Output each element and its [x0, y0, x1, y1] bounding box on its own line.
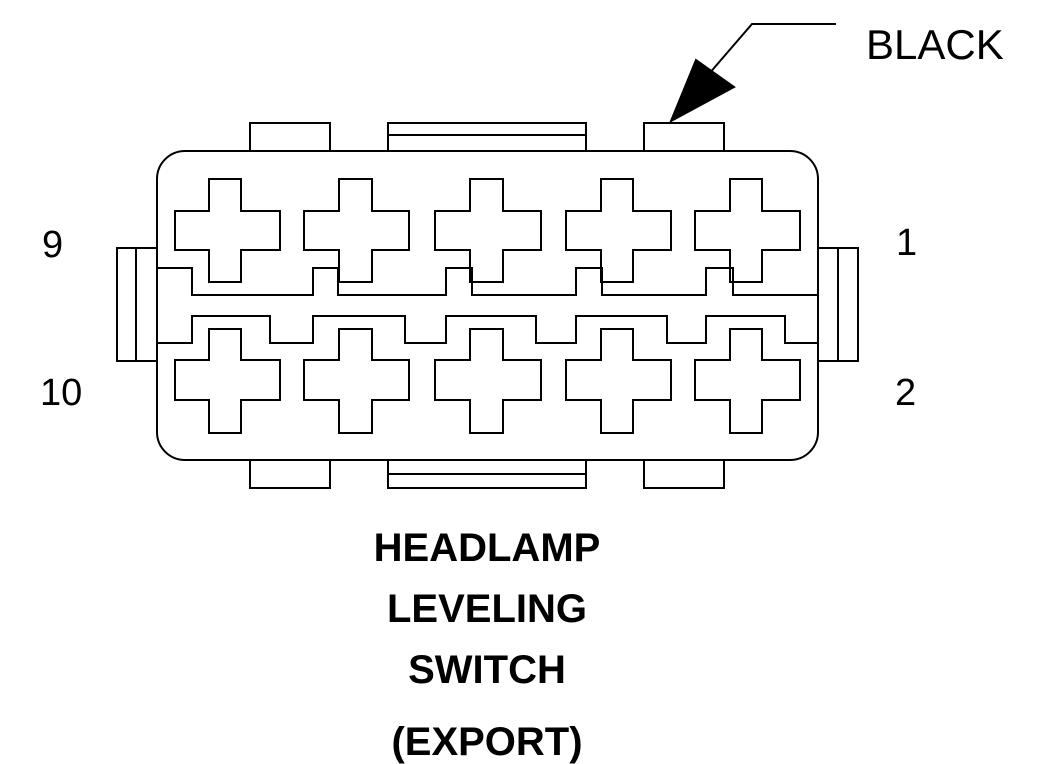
- caption-line-1: HEADLAMP: [373, 526, 601, 570]
- terminal-cavity: [434, 178, 542, 283]
- top-tab-right: [643, 122, 725, 152]
- pin-label-9: 9: [42, 224, 64, 266]
- terminal-cavity: [174, 178, 281, 283]
- divider-lower-line: [157, 315, 818, 344]
- pin-label-2: 2: [895, 372, 917, 414]
- terminal-cavity: [174, 328, 281, 434]
- terminal-cavity: [694, 178, 801, 283]
- connector-body: [156, 150, 819, 461]
- terminal-cavity: [434, 328, 542, 434]
- callout-leader-line: [707, 23, 836, 76]
- terminal-row-lower: [174, 328, 801, 434]
- caption-line-3: SWITCH: [408, 648, 566, 692]
- bottom-tab-right: [643, 459, 725, 489]
- caption-line-4: (EXPORT): [391, 720, 583, 764]
- terminal-cavity: [303, 178, 410, 283]
- callout-label-color: BLACK: [866, 21, 1004, 68]
- callout-arrowhead: [669, 58, 736, 124]
- pin-label-1: 1: [896, 222, 918, 264]
- top-tab-center: [387, 122, 587, 152]
- bottom-tab-left: [249, 459, 331, 489]
- terminal-cavity: [694, 328, 801, 434]
- callout-leader: [669, 23, 836, 124]
- terminal-cavity: [303, 328, 410, 434]
- terminal-row-upper: [174, 178, 801, 283]
- pin-label-10: 10: [40, 372, 83, 414]
- terminal-cavity: [565, 178, 672, 283]
- top-tab-left: [249, 122, 331, 152]
- bottom-tabs: [249, 459, 725, 489]
- caption-line-2: LEVELING: [386, 587, 588, 631]
- top-tabs: [249, 122, 725, 152]
- terminal-cavity: [565, 328, 672, 434]
